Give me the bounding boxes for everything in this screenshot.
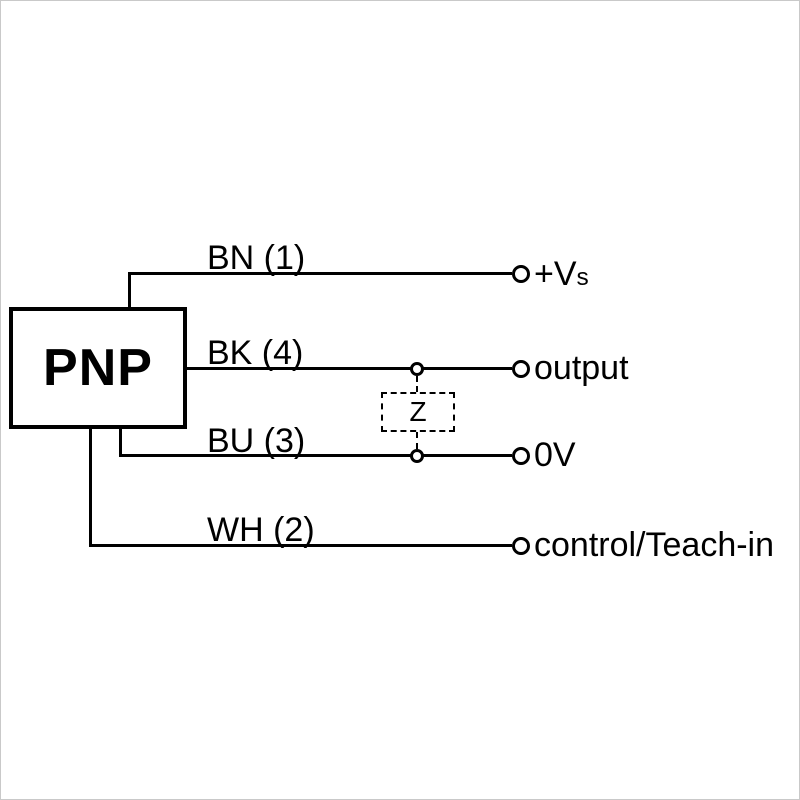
wire-bk-label: BK (4) xyxy=(207,334,304,372)
device-label: PNP xyxy=(43,339,153,397)
wire-bu-label: BU (3) xyxy=(207,422,306,460)
terminal-label-vs: +Vs xyxy=(534,255,589,294)
impedance-label: Z xyxy=(409,396,427,427)
terminal-label-0v: 0V xyxy=(534,436,576,474)
terminal-circle-bn xyxy=(512,265,530,283)
terminal-label-vs-sub: s xyxy=(576,264,589,291)
terminal-circle-bk xyxy=(512,360,530,378)
impedance-box: Z xyxy=(381,392,455,432)
junction-circle-bu xyxy=(410,449,424,463)
junction-circle-bk xyxy=(410,362,424,376)
wire-bk-horizontal xyxy=(185,367,512,370)
wire-bn-horizontal xyxy=(128,272,512,275)
wire-wh-horizontal xyxy=(89,544,512,547)
wire-bu-vertical xyxy=(119,428,122,457)
wire-bn-label: BN (1) xyxy=(207,239,306,277)
terminal-label-output: output xyxy=(534,349,629,387)
impedance-connector-bottom xyxy=(416,432,418,449)
terminal-circle-bu xyxy=(512,447,530,465)
wire-wh-vertical xyxy=(89,428,92,547)
terminal-label-control: control/Teach-in xyxy=(534,526,775,564)
wire-bu-horizontal xyxy=(119,454,512,457)
wire-wh-label: WH (2) xyxy=(207,511,315,549)
terminal-label-vs-main: +V xyxy=(534,255,577,293)
device-box-pnp: PNP xyxy=(9,307,187,429)
wire-bn-vertical xyxy=(128,272,131,307)
terminal-circle-wh xyxy=(512,537,530,555)
impedance-connector-top xyxy=(416,376,418,392)
